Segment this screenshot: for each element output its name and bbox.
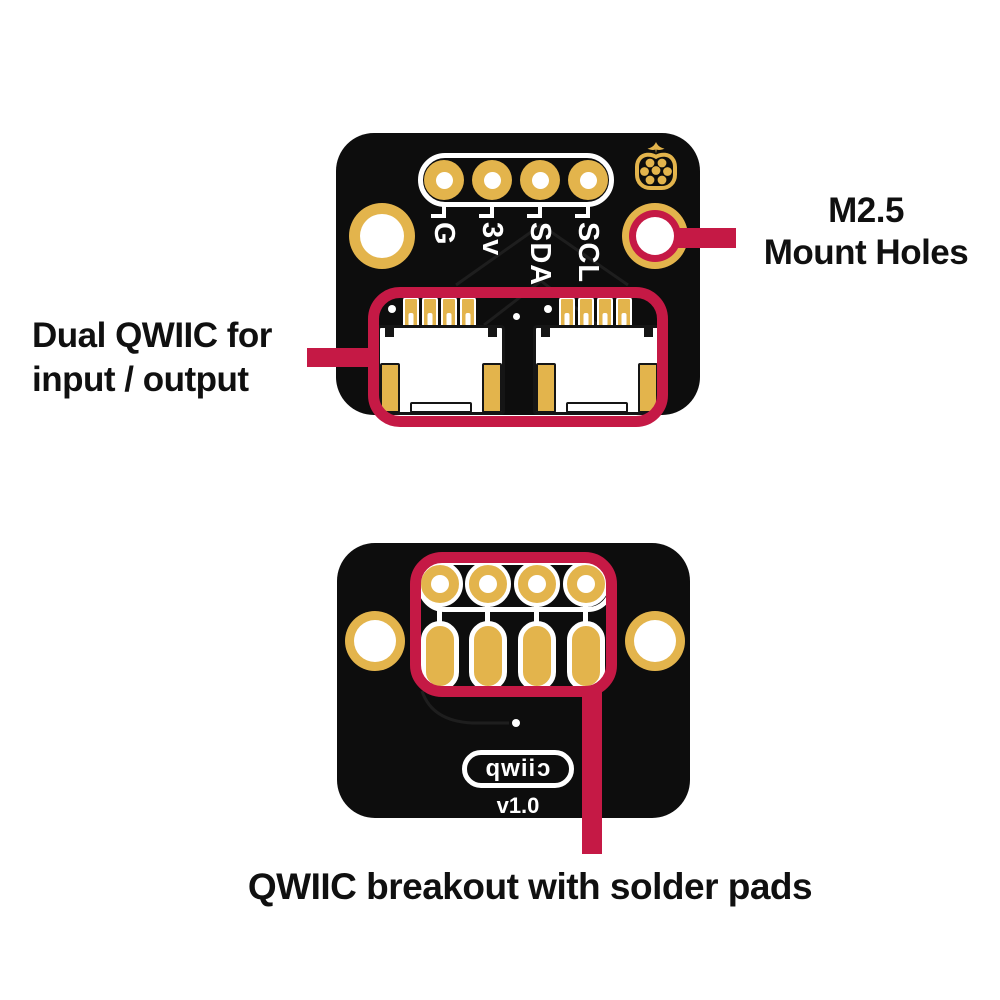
pin-hole-g [424, 160, 464, 200]
dual-qwiic-highlight-box [368, 287, 668, 427]
pin-tick [575, 204, 590, 218]
pin-tick [479, 204, 494, 218]
m25-mount-holes-label: M2.5 Mount Holes [763, 191, 969, 272]
pad-link [485, 605, 490, 623]
pin-tick [527, 204, 542, 218]
pin-label-scl: SCL [572, 222, 604, 283]
mount-hole-right [625, 611, 685, 671]
m25-callout-bar [676, 228, 736, 248]
mount-hole-left [349, 203, 415, 269]
fiducial-dot [512, 719, 520, 727]
connector-notch [644, 328, 653, 337]
version-label: v1.0 [496, 793, 540, 818]
fiducial-dot [544, 305, 552, 313]
top-board: G 3v SDA SCL [336, 133, 700, 427]
connector-notch [488, 328, 497, 337]
pad-link [583, 605, 588, 623]
pin-header-outline [418, 153, 614, 207]
mount-hole-right-highlighted [622, 203, 688, 269]
pad-link [534, 605, 539, 623]
mount-hole-left [345, 611, 405, 671]
connector-notch [385, 328, 394, 337]
pin-hole-sda [520, 160, 560, 200]
connector-foot [482, 363, 502, 413]
connector-foot [536, 363, 556, 413]
pin-hole-scl [568, 160, 608, 200]
pin-label-sda: SDA [524, 222, 556, 287]
pin-label-g: G [428, 222, 460, 246]
connector-slot [410, 402, 472, 413]
pin-tick [431, 204, 446, 218]
dual-qwiic-label: Dual QWIIC for input / output [32, 316, 272, 399]
qwiic-logo-mirrored-c: c [536, 755, 551, 782]
solder-pads-callout-line [582, 688, 602, 854]
raspberry-logo-icon [635, 142, 677, 190]
pin-label-3v: 3v [476, 222, 508, 257]
solder-pads-label: QWIIC breakout with solder pads [247, 866, 813, 907]
qwiic-logo-text: qwii [485, 755, 537, 782]
connector-slot [566, 402, 628, 413]
pad-link [437, 605, 442, 623]
breakout-pin-hole [514, 561, 560, 607]
fiducial-dot [513, 313, 520, 320]
solder-pads-highlight-box [410, 552, 617, 697]
pin-hole-3v [472, 160, 512, 200]
dual-qwiic-callout-bar [307, 348, 373, 367]
connector-notch [541, 328, 550, 337]
